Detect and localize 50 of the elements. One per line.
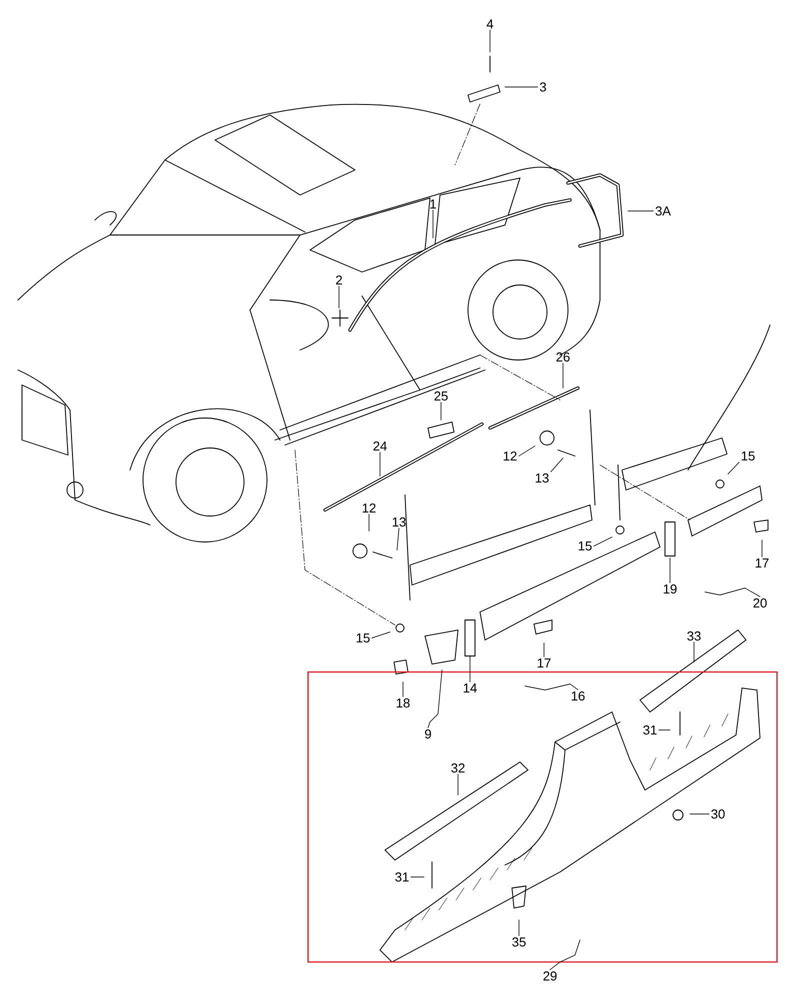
callout-number: 3A — [656, 206, 671, 216]
callout-number: 31 — [643, 725, 657, 735]
callout-number: 15 — [578, 542, 592, 551]
callout-number: 31 — [395, 872, 409, 882]
leader-line — [550, 458, 564, 472]
callout-number: 13 — [392, 517, 406, 527]
callout-number: 1 — [430, 200, 436, 208]
callout-number: 20 — [753, 598, 767, 608]
leader-line — [428, 670, 442, 728]
leader-line — [628, 210, 654, 212]
callout-number: 18 — [396, 698, 410, 708]
callout-number: 13 — [536, 473, 549, 483]
callout-number: 17 — [756, 558, 769, 568]
callout-number: 17 — [538, 658, 551, 668]
leader-line — [550, 940, 580, 970]
leader-line — [504, 86, 538, 88]
callout-number: 12 — [504, 451, 517, 461]
callout-number: 14 — [464, 684, 477, 692]
leader-line — [368, 514, 370, 532]
leader-line — [372, 632, 390, 638]
leader-line — [402, 682, 404, 698]
leader-line — [704, 588, 760, 598]
callout-number: 26 — [556, 352, 570, 362]
callout-number: 35 — [512, 937, 526, 947]
leader-line — [338, 286, 340, 308]
callout-number: 19 — [664, 584, 677, 594]
callout-number: 9 — [425, 729, 431, 739]
leader-line — [728, 462, 740, 474]
leader-line — [518, 920, 520, 936]
callout-number: 15 — [742, 452, 755, 461]
leader-line — [432, 210, 434, 238]
leader-line — [594, 536, 612, 546]
leader-line — [524, 684, 578, 690]
callout-number: 24 — [373, 441, 387, 451]
callout-number: 3 — [540, 82, 546, 92]
leader-line — [518, 446, 536, 456]
callout-number: 2 — [336, 275, 342, 285]
callout-number: 32 — [451, 763, 465, 773]
leader-line — [410, 876, 424, 878]
leader-line — [396, 528, 400, 550]
callout-number: 16 — [572, 691, 585, 701]
callout-number: 12 — [362, 503, 376, 513]
callout-number: 4 — [486, 20, 494, 28]
callout-number: 15 — [356, 634, 370, 643]
callout-number: 25 — [434, 391, 448, 401]
leader-line — [562, 362, 564, 388]
callout-number: 30 — [711, 809, 725, 819]
callout-number: 29 — [543, 971, 557, 981]
callout-number: 33 — [687, 631, 701, 641]
leader-line — [440, 402, 442, 420]
